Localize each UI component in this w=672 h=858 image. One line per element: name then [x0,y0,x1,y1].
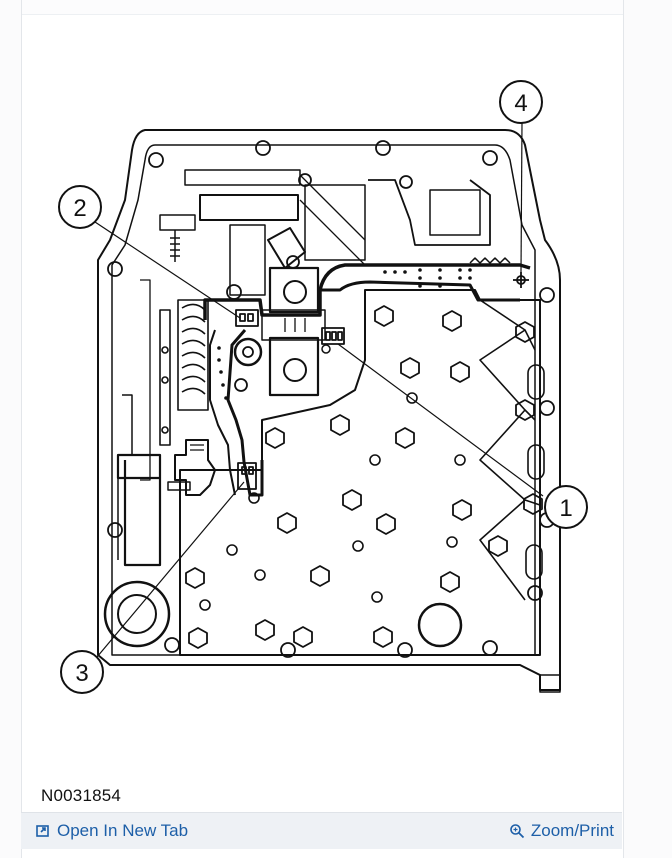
housing-outline [97,129,561,691]
right-block [368,179,491,246]
wiring-harness [203,263,531,320]
callout-4-label: 4 [514,90,527,117]
harness-dots [217,268,472,400]
callout-2-label: 2 [73,195,86,222]
callout-1 [544,485,588,529]
callout-leaders [94,122,544,658]
wiring-harness-2 [320,280,520,302]
right-channels [479,299,545,601]
callout-4-marker [513,272,529,288]
upper-bore-1 [184,169,301,186]
left-shaft-detail [117,394,133,560]
upper-bore-2 [199,194,299,221]
housing-inner-outline [111,144,536,656]
pivot-bolt-center [242,346,254,358]
upper-dowel-2 [399,175,413,189]
hex-bolts [185,305,543,649]
page-margin-right [623,0,672,858]
accumulator-boss-inner [117,594,157,634]
plate-holes [199,392,466,611]
open-in-new-tab-label: Open In New Tab [57,821,189,840]
figure-code: N0031854 [41,786,122,805]
page-margin-left [0,0,21,858]
connector-right [321,327,345,345]
diagonal-rib-1 [299,174,366,266]
zoom-print-link[interactable]: Zoom/Print [509,821,614,841]
left-spring-stack [140,279,209,481]
callout-3-label: 3 [75,660,88,687]
center-column [229,224,266,296]
panel-top-strip [22,0,623,15]
plate-large-bore [417,602,463,648]
harness-lower [226,329,264,497]
callout-2 [58,185,102,229]
callout-1-label: 1 [559,495,572,522]
upper-bracket [267,227,306,269]
connector-right-pin [321,344,331,354]
upper-bore-3 [159,214,196,231]
upper-dowel-1 [298,173,312,187]
harness-lower-2 [209,329,236,496]
right-block-2 [429,189,481,236]
solenoid-lower-face [283,358,307,382]
left-shaft [116,453,162,567]
harness-zigzag [469,257,511,264]
solenoid-housing [261,309,326,341]
pivot-bolt [233,337,263,367]
image-toolbar: Open In New Tab Zoom/Print [21,812,622,849]
center-column-2 [304,184,366,261]
open-in-new-tab-icon [36,825,49,837]
connector-lower [237,462,257,490]
solenoid-body-lower [268,336,320,397]
solenoid-housing-tabs [284,318,306,332]
callout-3 [60,650,104,694]
open-in-new-tab-link[interactable]: Open In New Tab [35,821,188,841]
solenoid-body-upper [268,266,320,314]
lower-pivot-bolt [234,378,248,392]
harness-plug [167,439,216,496]
spring-stub [170,230,180,262]
spring-stack-bolt [226,284,242,300]
accumulator-boss-outer [103,580,171,648]
zoom-print-label: Zoom/Print [530,821,614,840]
housing-step [539,674,561,693]
magnifier-icon [510,824,524,839]
solenoid-upper-face [283,280,307,304]
valve-body-diagram: 1 2 3 4 [58,80,588,694]
callout-4 [499,80,543,124]
perimeter-bolt-holes [107,140,555,658]
